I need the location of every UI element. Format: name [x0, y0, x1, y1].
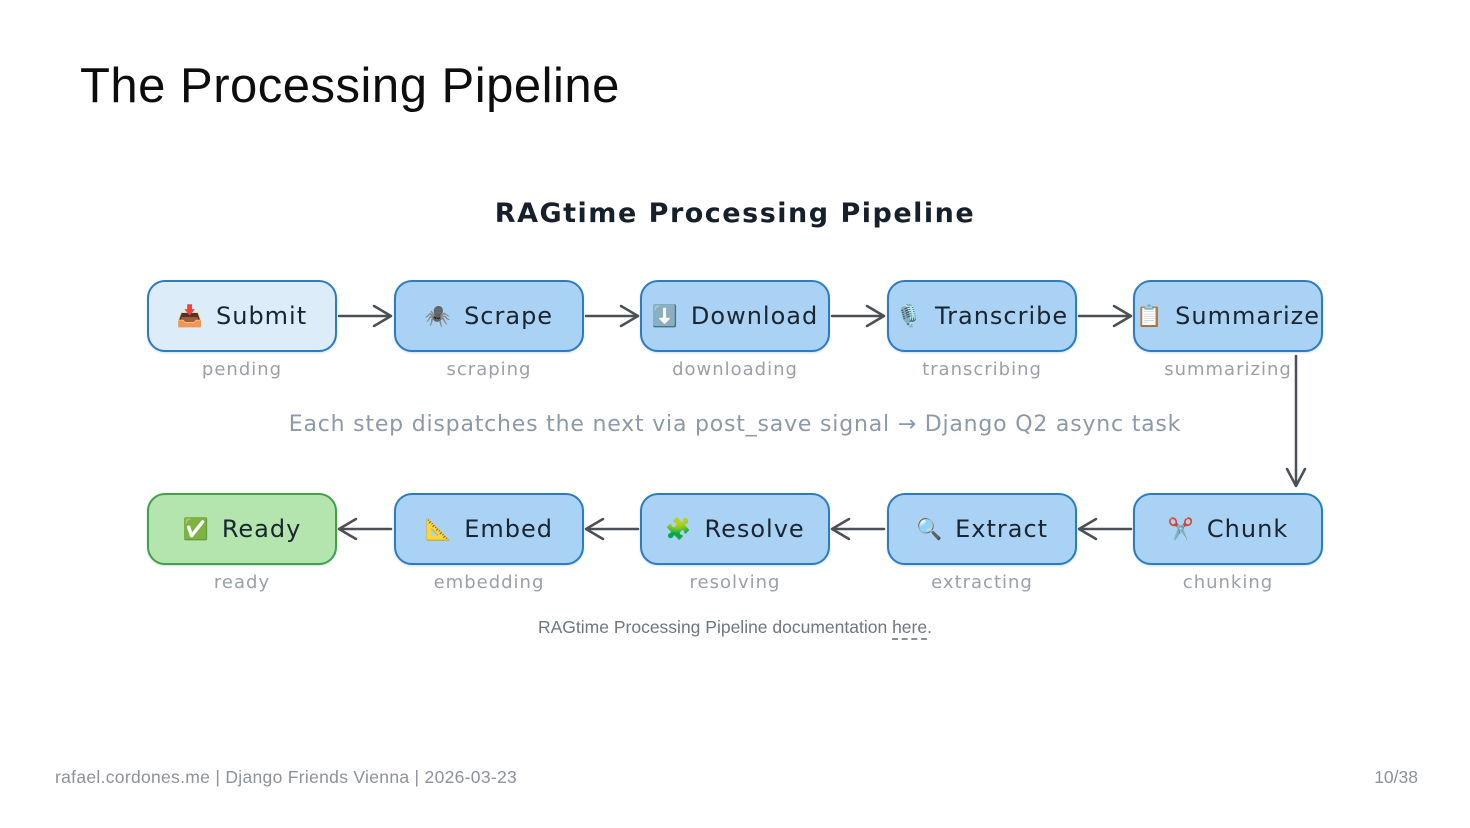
- footer-credits: rafael.cordones.me | Django Friends Vien…: [55, 767, 518, 787]
- magnifying-glass-icon: 🔍: [915, 516, 943, 541]
- arrow-embed-to-ready: [337, 517, 393, 541]
- arrow-chunk-to-extract: [1077, 517, 1133, 541]
- status-label-summarizing: summarizing: [1164, 359, 1292, 380]
- status-label-transcribing: transcribing: [922, 359, 1042, 380]
- status-label-ready: ready: [213, 572, 271, 593]
- arrow-submit-to-scrape: [337, 304, 393, 328]
- status-label-downloading: downloading: [672, 359, 798, 380]
- documentation-link[interactable]: here: [892, 617, 928, 640]
- pipeline-node-embed: 📐 Embed: [394, 493, 584, 565]
- arrow-scrape-to-download: [584, 304, 640, 328]
- node-label-transcribe: Transcribe: [935, 302, 1069, 330]
- node-label-scrape: Scrape: [464, 302, 554, 330]
- status-label-extracting: extracting: [931, 572, 1033, 593]
- triangular-ruler-icon: 📐: [425, 516, 452, 541]
- status-label-scraping: scraping: [446, 359, 532, 380]
- status-label-chunking: chunking: [1182, 572, 1274, 593]
- puzzle-piece-icon: 🧩: [665, 516, 692, 541]
- pipeline-annotation: Each step dispatches the next via post_s…: [288, 412, 1182, 437]
- node-label-embed: Embed: [464, 515, 553, 543]
- pipeline-node-ready: ✅ Ready: [147, 493, 337, 565]
- pipeline-node-download: ⬇️ Download: [640, 280, 830, 352]
- arrow-download-to-transcribe: [830, 304, 886, 328]
- pipeline-node-summarize: 📋 Summarize: [1133, 280, 1323, 352]
- node-label-resolve: Resolve: [704, 515, 805, 543]
- caption-period: .: [927, 617, 932, 637]
- status-label-resolving: resolving: [689, 572, 781, 593]
- node-label-chunk: Chunk: [1206, 515, 1289, 543]
- check-mark-button-icon: ✅: [182, 516, 209, 541]
- caption-text: RAGtime Processing Pipeline documentatio…: [538, 617, 893, 637]
- status-label-pending: pending: [201, 359, 283, 380]
- arrow-extract-to-resolve: [830, 517, 886, 541]
- node-label-summarize: Summarize: [1175, 302, 1320, 330]
- status-label-embedding: embedding: [433, 572, 545, 593]
- scissors-icon: ✂️: [1167, 516, 1194, 541]
- clipboard-icon: 📋: [1136, 303, 1163, 328]
- pipeline-node-extract: 🔍 Extract: [887, 493, 1077, 565]
- down-arrow-button-icon: ⬇️: [651, 303, 678, 328]
- pipeline-node-submit: 📥 Submit: [147, 280, 337, 352]
- page-number: 10/38: [1374, 767, 1418, 787]
- slide-title: The Processing Pipeline: [80, 59, 620, 113]
- arrow-transcribe-to-summarize: [1077, 304, 1133, 328]
- diagram-title: RAGtime Processing Pipeline: [494, 198, 976, 229]
- inbox-tray-icon: 📥: [176, 303, 203, 328]
- pipeline-node-scrape: 🕷️ Scrape: [394, 280, 584, 352]
- pipeline-node-chunk: ✂️ Chunk: [1133, 493, 1323, 565]
- studio-microphone-icon: 🎙️: [895, 303, 922, 328]
- node-label-ready: Ready: [221, 515, 302, 543]
- pipeline-node-transcribe: 🎙️ Transcribe: [887, 280, 1077, 352]
- documentation-caption: RAGtime Processing Pipeline documentatio…: [0, 617, 1470, 640]
- node-label-download: Download: [690, 302, 819, 330]
- arrow-resolve-to-embed: [584, 517, 640, 541]
- pipeline-node-resolve: 🧩 Resolve: [640, 493, 830, 565]
- node-label-extract: Extract: [955, 515, 1049, 543]
- spider-icon: 🕷️: [424, 303, 452, 328]
- node-label-submit: Submit: [216, 302, 308, 330]
